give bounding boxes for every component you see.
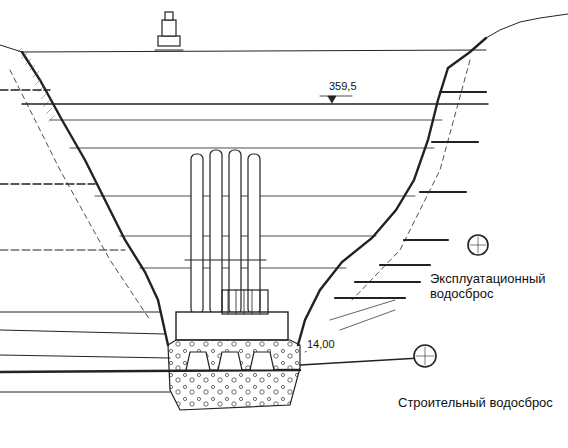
spillway-label: Эксплуатационный водосброс: [430, 272, 560, 302]
elevation-mark: 359,5: [328, 80, 358, 93]
spillway-label: Строительный водосброс: [398, 396, 553, 411]
elevation-mark: 14,00: [306, 338, 336, 351]
